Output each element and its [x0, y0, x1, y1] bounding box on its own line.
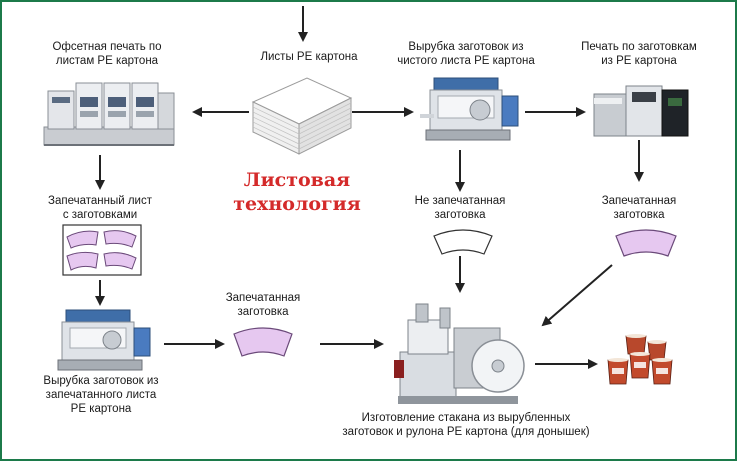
- printed-blank-right-image: [615, 229, 677, 257]
- diecut-machine-image: [420, 77, 519, 141]
- label-sheets: Листы PE картона: [260, 51, 358, 63]
- unprinted-blank-image: [433, 229, 493, 255]
- diagram-title: Листовая технология: [230, 168, 364, 216]
- paper-cups-image: [607, 334, 673, 385]
- cup-machine-image: [394, 303, 525, 404]
- title-line-1: Листовая: [243, 169, 351, 191]
- label-print-blanks: Печать по заготовкам из PE картона: [581, 41, 697, 67]
- offset-press-image: [43, 82, 175, 146]
- arrow-printed-diag: [541, 264, 613, 327]
- printed-blank-mid-image: [233, 327, 293, 357]
- label-printed-blank-right: Запечатанная заготовка: [601, 195, 677, 221]
- label-diecut-clean: Вырубка заготовок из чистого листа PE ка…: [397, 41, 535, 67]
- label-cup-making: Изготовление стакана из вырубленных заго…: [342, 412, 590, 438]
- blank-printer-image: [593, 85, 689, 137]
- sheets-stack-image: [251, 77, 353, 155]
- label-diecut-printed: Вырубка заготовок из запечатанного листа…: [43, 375, 159, 415]
- title-line-2: технология: [233, 193, 361, 215]
- diecut-machine-2-image: [57, 309, 151, 371]
- label-unprinted-blank: Не запечатанная заготовка: [414, 195, 506, 221]
- label-offset-printing: Офсетная печать по листам PE картона: [52, 41, 162, 67]
- printed-sheet-image: [62, 224, 142, 276]
- label-printed-sheet: Запечатанный лист с заготовками: [48, 195, 152, 221]
- label-printed-blank-mid: Запечатанная заготовка: [225, 292, 301, 318]
